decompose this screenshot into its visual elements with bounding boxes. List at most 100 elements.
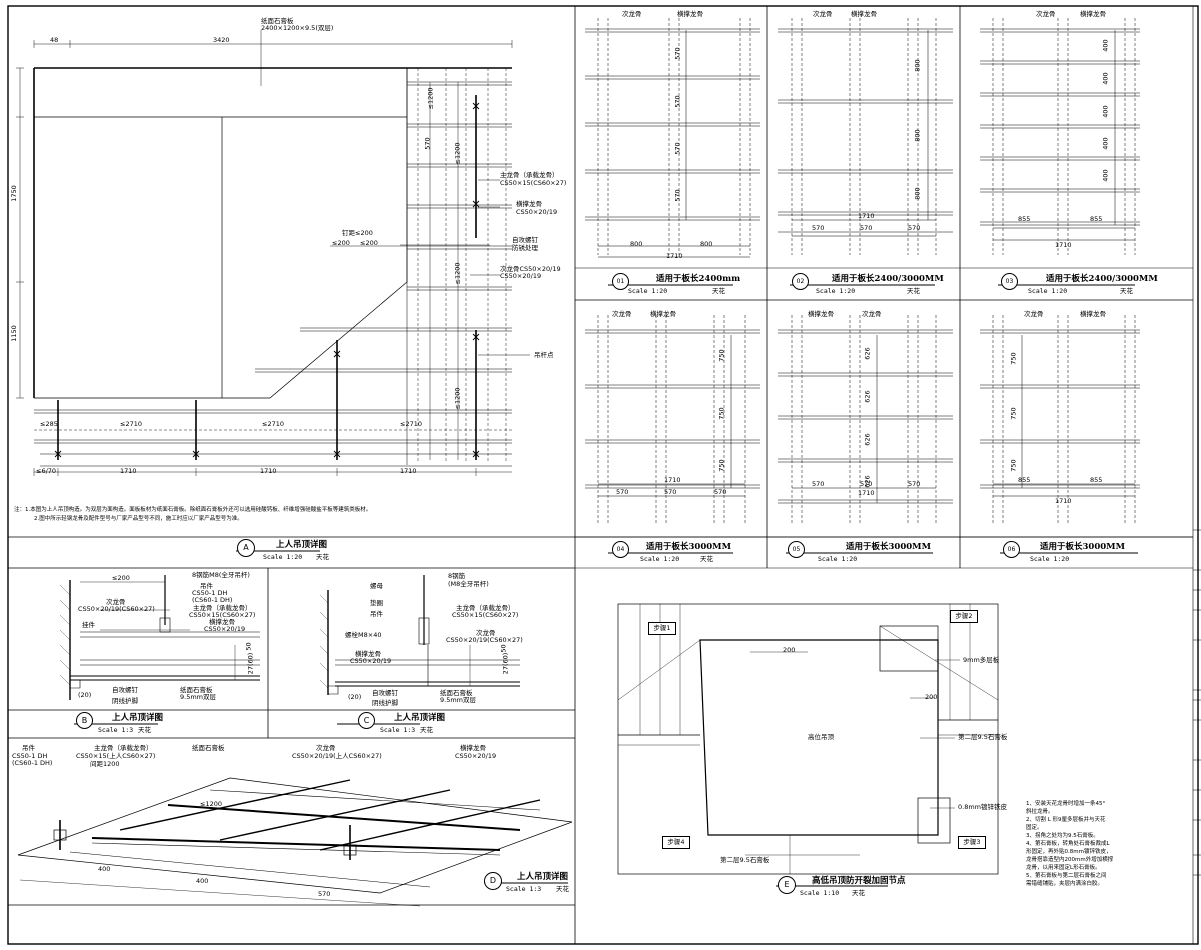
- title-scale-c: Scale 1:3: [380, 726, 416, 734]
- title-text-01: 适用于板长2400mm: [656, 274, 741, 284]
- d-main-spec: CS50×15(上人CS60×27): [76, 752, 156, 760]
- panel-06-dim-1: 750: [1009, 352, 1018, 365]
- plan-bottom-dim-1: 1710: [120, 467, 137, 475]
- panel-04-bottom-1: 570: [616, 488, 629, 496]
- panel-05-dim-3: 626: [863, 433, 872, 446]
- title-scale-03: Scale 1:20: [1028, 287, 1068, 295]
- b-boom-label: 8钢筋M8(全牙吊杆): [192, 571, 250, 579]
- title-scale-b: Scale 1:3: [98, 726, 134, 734]
- title-scale-d: Scale 1:3: [506, 885, 542, 893]
- e-steel-label: 0.8mm镀锌铁皮: [958, 803, 1008, 811]
- b-secondary-label: 次龙骨: [106, 598, 126, 606]
- title-unit-d: 天花: [556, 885, 569, 893]
- detail-e-linework: [617, 603, 999, 875]
- e-note-5: 3、拐角之处均为9.5石膏板。: [1026, 833, 1099, 839]
- c-bolt-label: 螺栓M8×40: [345, 631, 382, 639]
- panel-04-bottom-2: 570: [664, 488, 677, 496]
- b-h1: 50: [244, 642, 253, 651]
- panel-05-bottom-3: 570: [908, 480, 921, 488]
- title-scale-e: Scale 1:10: [800, 889, 840, 897]
- c-secondary-label: 次龙骨: [476, 629, 496, 637]
- c-nut-label: 螺母: [370, 582, 383, 590]
- panel-02-dim-3: 800: [913, 187, 922, 200]
- plan-dim-left-top: 48: [50, 36, 59, 44]
- c-main-label: 主龙骨（承载龙骨）: [456, 604, 515, 612]
- panel-03-bottom-2: 855: [1090, 215, 1103, 223]
- d-secondary-label: 次龙骨: [316, 744, 336, 752]
- panel-04-bottom-3: 570: [714, 488, 727, 496]
- panel-03-label-a: 次龙骨: [1036, 10, 1056, 18]
- b-dim-top: ≤200: [112, 574, 130, 582]
- d-hanger-label: 吊件: [22, 744, 35, 752]
- panel-04-dim-2: 750: [717, 407, 726, 420]
- panel-01-dim-3: 570: [673, 142, 682, 155]
- c-boom-spec: (M8全牙吊杆): [448, 580, 489, 588]
- title-scale-06: Scale 1:20: [1030, 555, 1070, 563]
- panel-06-label-a: 次龙骨: [1024, 310, 1044, 318]
- c-cross-label: 横撑龙骨: [355, 650, 381, 658]
- e-note-1: 1、安装天花龙骨时增加一条45°: [1026, 801, 1106, 807]
- title-text-02: 适用于板长2400/3000MM: [832, 274, 944, 284]
- e-step1: 步骤1: [648, 622, 676, 635]
- panel-06-dim-3: 750: [1009, 459, 1018, 472]
- e-note-10: 5、第石膏板与第二层石膏板之间: [1026, 873, 1107, 879]
- e-note-6: 4、第石膏板，转角处石膏板裁成L: [1026, 841, 1110, 847]
- section-b-linework: [59, 575, 260, 700]
- panel-03-label-b: 横撑龙骨: [1080, 10, 1106, 18]
- d-hanger-spec-2: (CS60-1 DH): [12, 759, 53, 767]
- panel-01-dim-2: 570: [673, 95, 682, 108]
- c-trim-label: 阴线护脚: [372, 699, 398, 707]
- title-unit-02: 天花: [907, 287, 920, 295]
- title-scale-05: Scale 1:20: [818, 555, 858, 563]
- c-h2: 27(60): [501, 652, 510, 675]
- title-scale-02: Scale 1:20: [816, 287, 856, 295]
- d-dim-2: 400: [98, 865, 111, 873]
- title-text-05: 适用于板长3000MM: [846, 542, 931, 552]
- d-dim-3: 400: [196, 877, 209, 885]
- title-bubble-02: 02: [792, 273, 809, 290]
- panel-05-dim-2: 626: [863, 390, 872, 403]
- b-gap: (20): [78, 691, 92, 699]
- panel-02-bottom-1: 570: [812, 224, 825, 232]
- title-scale-01: Scale 1:20: [628, 287, 668, 295]
- plan-dim-left-2: 1150: [9, 325, 18, 342]
- plan-v-dim-2: ≤1200: [453, 142, 462, 165]
- title-unit-04: 天花: [700, 555, 713, 563]
- panel-02-total: 1710: [858, 212, 875, 220]
- d-main-label: 主龙骨（承载龙骨）: [94, 744, 153, 752]
- isometric-d-linework: [17, 777, 573, 907]
- plan-note-2: 2.图中所示轻钢龙骨及配件型号与厂家产品型号不同，施工时应以厂家产品型号为准。: [34, 516, 243, 522]
- panel-05-label-a: 横撑龙骨: [808, 310, 834, 318]
- b-cross-label: 横撑龙骨: [209, 618, 235, 626]
- d-hanger-spec-1: CS50-1 DH: [12, 752, 48, 760]
- title-bubble-04: 04: [612, 541, 629, 558]
- plan-row-dim-3: ≤2710: [262, 420, 284, 428]
- plan-main-keel-label: 主龙骨（承载龙骨）: [500, 171, 559, 179]
- title-bubble-05: 05: [788, 541, 805, 558]
- panel-06-label-b: 横撑龙骨: [1080, 310, 1106, 318]
- panel-02-bottom-2: 570: [860, 224, 873, 232]
- panel-linework: [585, 18, 1140, 525]
- e-note-7: 形固定，再外贴0.8mm镀锌铁皮，: [1026, 849, 1112, 855]
- panel-01-dim-1: 570: [673, 47, 682, 60]
- e-note-9: 龙骨，以用来固定L形石膏板。: [1026, 865, 1101, 871]
- plan-row-dim-1: ≤285: [40, 420, 58, 428]
- b-hanger-spec-2: (CS60-1 DH): [192, 596, 233, 604]
- c-secondary-spec: CS50×20/19(CS60×27): [446, 636, 523, 644]
- panel-03-dim-5: 400: [1101, 169, 1110, 182]
- panel-05-label-b: 次龙骨: [862, 310, 882, 318]
- e-dim-b: 200: [925, 693, 938, 701]
- plan-row-dim-2: ≤2710: [120, 420, 142, 428]
- title-unit-03: 天花: [1120, 287, 1133, 295]
- panel-03-total: 1710: [1055, 241, 1072, 249]
- panel-06-total: 1710: [1055, 497, 1072, 505]
- d-dim-4: 570: [318, 890, 331, 898]
- panel-05-bottom-2: 570: [860, 480, 873, 488]
- e-step4: 步骤4: [662, 836, 690, 849]
- d-dim-1: ≤1200: [200, 800, 222, 808]
- title-text-03: 适用于板长2400/3000MM: [1046, 274, 1158, 284]
- title-unit-c: 天花: [420, 726, 433, 734]
- title-bubble-03: 03: [1001, 273, 1018, 290]
- e-ply-label: 9mm多层板: [963, 656, 1000, 664]
